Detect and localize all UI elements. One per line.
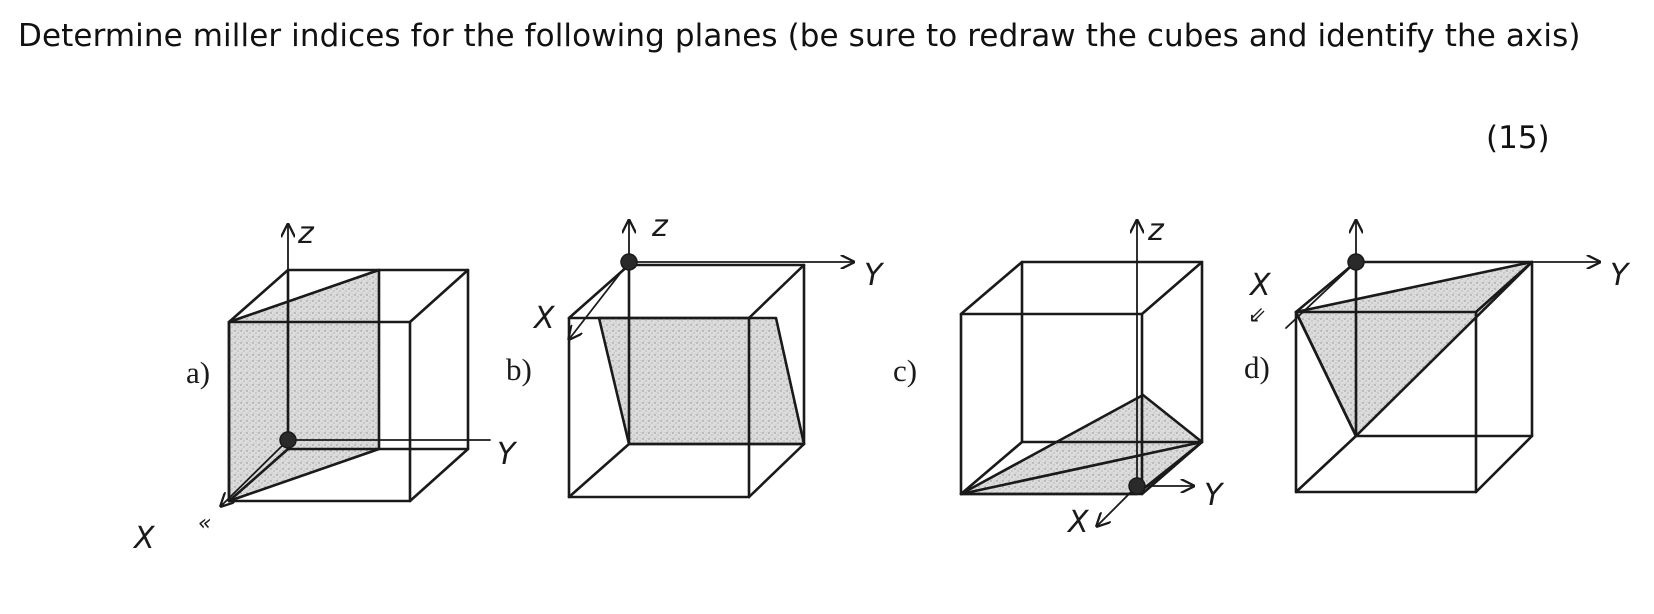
cube-d-origin bbox=[1347, 253, 1365, 271]
cube-c-plane bbox=[959, 393, 1204, 496]
cube-c-origin bbox=[1128, 477, 1146, 495]
cube-d-plane bbox=[1294, 260, 1534, 438]
cube-c-x-axis bbox=[1098, 485, 1138, 525]
cube-a-origin bbox=[279, 431, 297, 449]
cube-a-x-arrow-mark: « bbox=[198, 511, 212, 536]
cube-d: Y X ⇙ d) bbox=[1244, 222, 1631, 494]
cube-a: z Y X « a) bbox=[132, 216, 518, 556]
cube-b-x-axis bbox=[570, 261, 630, 338]
cube-a-y-label: Y bbox=[497, 437, 518, 472]
question-text: Determine miller indices for the followi… bbox=[18, 18, 1581, 54]
cube-d-x-label: X bbox=[1248, 268, 1272, 303]
cube-c-back-face bbox=[1020, 260, 1204, 444]
cube-b-label: b) bbox=[506, 352, 532, 387]
cube-a-z-label: z bbox=[297, 216, 315, 251]
cube-d-front-face bbox=[1294, 310, 1478, 494]
cube-c-label: c) bbox=[893, 353, 917, 388]
cube-a-x-label: X bbox=[132, 521, 156, 556]
cube-d-y-label: Y bbox=[1610, 258, 1631, 293]
cube-a-label: a) bbox=[186, 355, 210, 390]
cube-c-x-label: X bbox=[1066, 505, 1090, 540]
cube-c-z-label: z bbox=[1147, 213, 1165, 248]
points-value: (15) bbox=[1486, 120, 1550, 156]
cube-c: z Y X c) bbox=[893, 213, 1225, 540]
cube-d-label: d) bbox=[1244, 350, 1270, 385]
cube-c-y-label: Y bbox=[1204, 478, 1225, 513]
cube-c-front-face bbox=[959, 312, 1144, 496]
cube-d-x-arrow-mark: ⇙ bbox=[1248, 303, 1266, 328]
cube-b: z Y X b) bbox=[506, 209, 885, 499]
cube-d-x-axis bbox=[1285, 261, 1357, 329]
cube-b-front-face bbox=[567, 316, 751, 499]
cube-b-x-label: X bbox=[532, 301, 556, 336]
cube-b-y-label: Y bbox=[864, 258, 885, 293]
cube-a-x-axis bbox=[222, 439, 289, 505]
cube-b-z-label: z bbox=[651, 209, 669, 244]
cube-a-front-face bbox=[227, 320, 412, 503]
cube-b-origin bbox=[620, 253, 638, 271]
cube-a-plane bbox=[227, 268, 381, 503]
